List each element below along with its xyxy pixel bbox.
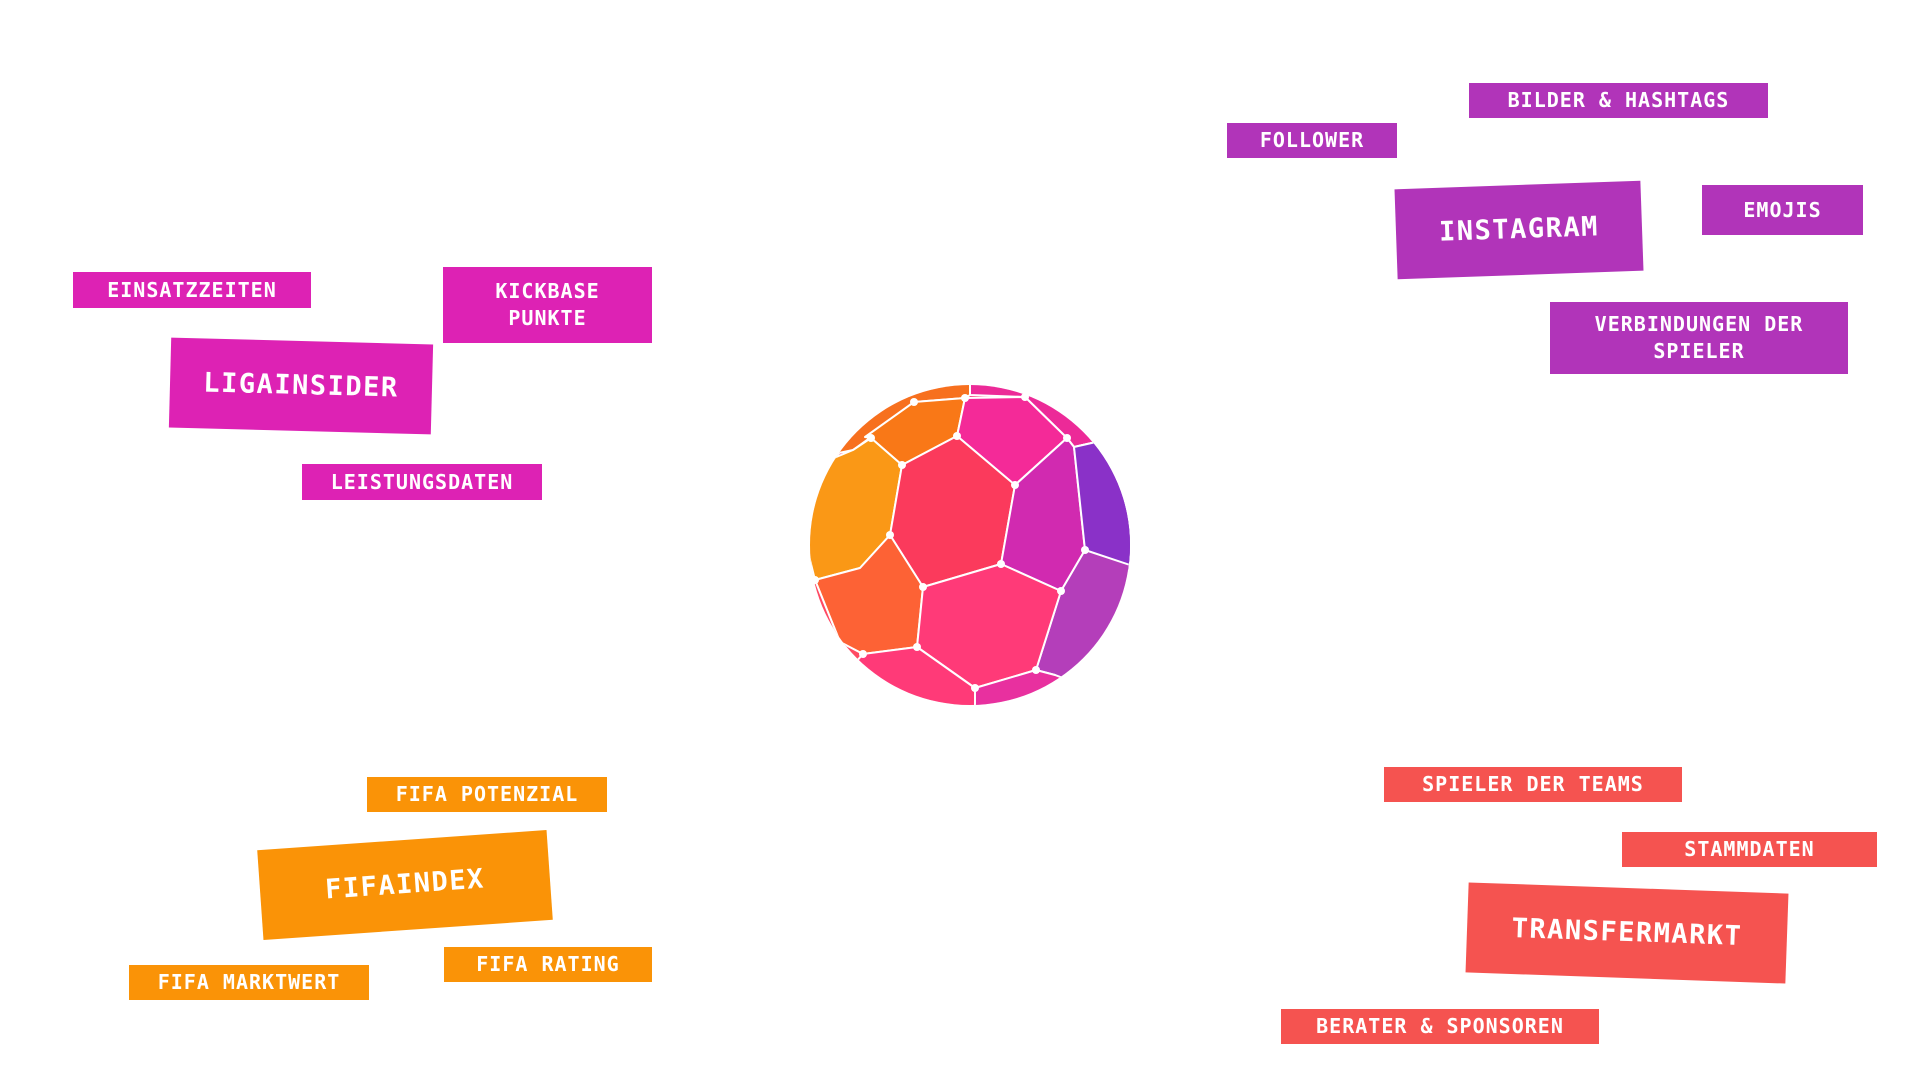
tag-follower: FOLLOWER xyxy=(1227,123,1397,158)
instagram-title: INSTAGRAM xyxy=(1394,180,1644,280)
tag-stammdaten: STAMMDATEN xyxy=(1622,832,1877,867)
tag-fifa-marktwert: FIFA MARKTWERT xyxy=(129,965,369,1000)
soccer-ball-icon xyxy=(810,385,1130,705)
tag-einsatzzeiten: EINSATZZEITEN xyxy=(73,272,311,308)
tag-fifa-potenzial: FIFA POTENZIAL xyxy=(367,777,607,812)
tag-berater-sponsoren: BERATER & SPONSOREN xyxy=(1281,1009,1599,1044)
tag-leistungsdaten: LEISTUNGSDATEN xyxy=(302,464,542,500)
tag-fifa-rating: FIFA RATING xyxy=(444,947,652,982)
transfermarkt-title: TRANSFERMARKT xyxy=(1465,882,1789,984)
tag-verbindungen-der-spieler: VERBINDUNGEN DER SPIELER xyxy=(1550,302,1848,374)
fifaindex-title: FIFAINDEX xyxy=(257,829,553,941)
tag-emojis: EMOJIS xyxy=(1702,185,1863,235)
tag-kickbase-punkte: KICKBASE PUNKTE xyxy=(443,267,652,343)
tag-spieler-der-teams: SPIELER DER TEAMS xyxy=(1384,767,1682,802)
tag-bilder-hashtags: BILDER & HASHTAGS xyxy=(1469,83,1768,118)
ligainsider-title: LIGAINSIDER xyxy=(168,337,434,435)
